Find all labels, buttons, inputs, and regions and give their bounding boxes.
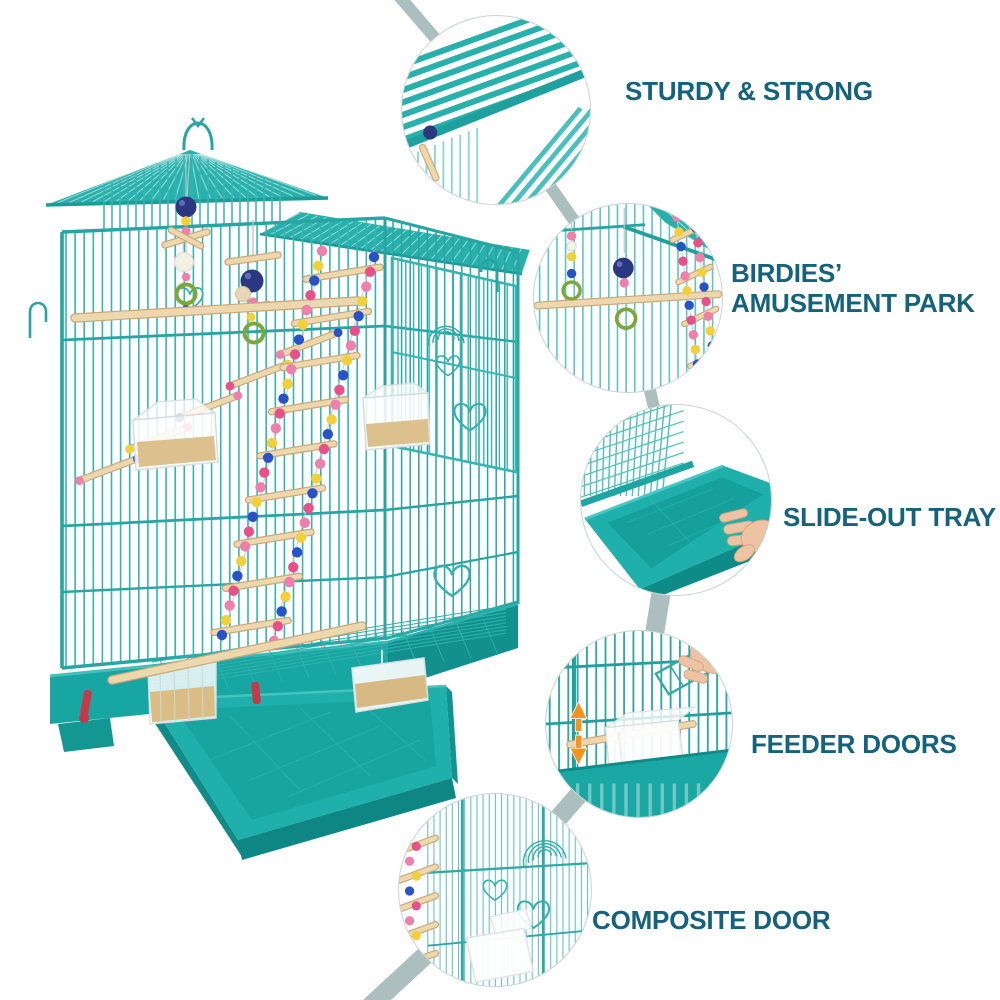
- roof-wires-closeup-icon: [402, 16, 590, 204]
- feature-label-door: COMPOSITE DOOR: [592, 905, 831, 935]
- door-hook: [479, 258, 499, 292]
- bottom-accessories: [79, 621, 429, 725]
- feeder-door-closeup-icon: [546, 631, 732, 817]
- side-door-hook: [28, 301, 48, 338]
- tray-lock-clips: [79, 681, 261, 723]
- heart-decor-right: [433, 564, 471, 598]
- seed-feeder-upper-right: [362, 382, 431, 451]
- outside-seed-tray: [351, 650, 429, 713]
- slide-out-tray-closeup-icon: [581, 405, 771, 595]
- feature-label-amusement: BIRDIES’ AMUSEMENT PARK: [731, 258, 975, 318]
- white-feeder: [465, 908, 535, 983]
- slide-out-tray: [149, 684, 458, 860]
- detail-circle-amusement: [533, 203, 723, 393]
- detail-circle-feeder: [545, 630, 733, 818]
- hanging-toy: [561, 204, 638, 330]
- front-door-closeup-icon: [399, 794, 591, 986]
- feature-label-sturdy: STURDY & STRONG: [625, 76, 873, 106]
- detail-circle-door: [398, 793, 592, 987]
- bird-cage-illustration: [28, 117, 531, 860]
- up-down-arrow: [569, 700, 588, 766]
- detail-circle-tray: [580, 404, 772, 596]
- seed-feeder-upper-left: [130, 398, 219, 471]
- cage-toys: [70, 155, 384, 647]
- roof-hanging-hook: [182, 121, 214, 151]
- feature-label-feeder: FEEDER DOORS: [751, 729, 957, 759]
- seed-basket: [147, 659, 217, 725]
- feature-label-tray: SLIDE-OUT TRAY: [783, 502, 996, 532]
- hanging-toys-closeup-icon: [534, 204, 722, 392]
- detail-circle-sturdy: [401, 15, 591, 205]
